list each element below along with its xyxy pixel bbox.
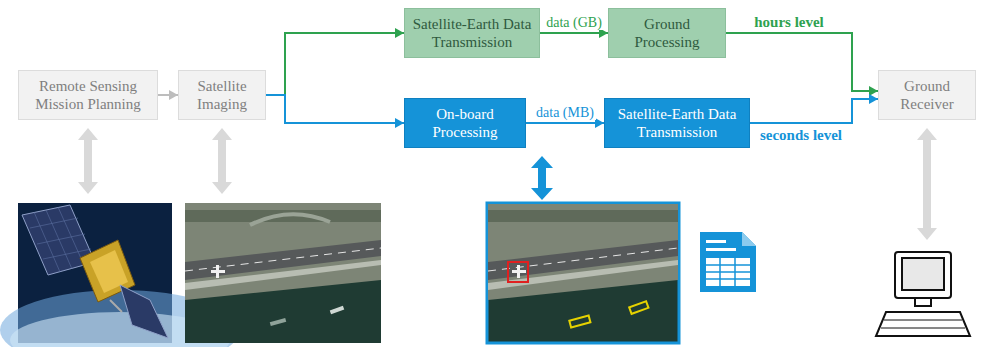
box-text: Ground Processing: [615, 15, 719, 51]
box-text: Remote Sensing Mission Planning: [25, 77, 151, 113]
edge-label: hours level: [752, 14, 826, 31]
edge-label: data (GB): [544, 15, 604, 30]
detection-result-image: [487, 203, 679, 343]
planning-box: Remote Sensing Mission Planning: [18, 70, 158, 120]
computer-icon: [876, 252, 970, 336]
connector-arrow: [158, 90, 178, 100]
edge-label: data (MB): [534, 105, 596, 120]
connector-arrow: [266, 28, 404, 95]
transmission-box: Satellite-Earth Data Transmission: [404, 8, 540, 58]
box-text: On-board Processing: [411, 105, 519, 141]
receiver-box: Ground Receiver: [878, 70, 976, 120]
processing-box: On-board Processing: [404, 98, 526, 148]
box-text: Satellite Imaging: [185, 77, 259, 113]
connector-arrow: [266, 95, 404, 128]
edge-label: seconds level: [758, 127, 844, 144]
imaging-box: Satellite Imaging: [178, 70, 266, 120]
document-icon: [700, 232, 756, 292]
connector-arrow: [750, 94, 878, 123]
box-text: Satellite-Earth Data Transmission: [611, 105, 743, 141]
double-arrow: [531, 156, 553, 200]
processing-box: Ground Processing: [608, 8, 726, 58]
box-text: Ground Receiver: [885, 77, 969, 113]
connector-arrow: [726, 33, 878, 96]
transmission-box: Satellite-Earth Data Transmission: [604, 98, 750, 148]
box-text: Satellite-Earth Data Transmission: [411, 15, 533, 51]
airport-image: [185, 203, 381, 343]
